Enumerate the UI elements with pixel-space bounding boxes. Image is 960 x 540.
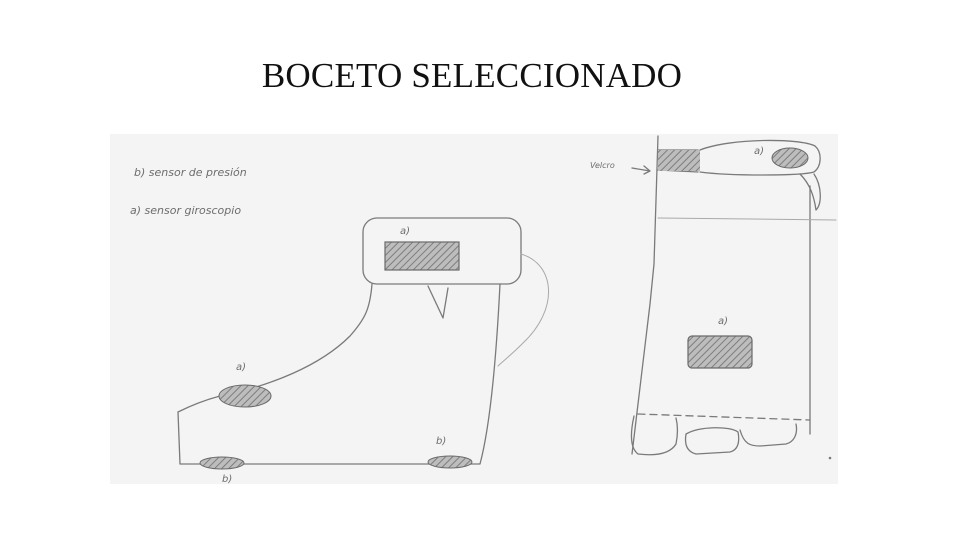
- label-a-cuff: a): [400, 226, 410, 237]
- boot-drawing: a) a) b) b): [177, 217, 549, 484]
- pencil-dot: [828, 456, 832, 460]
- velcro-strip: [658, 150, 700, 171]
- toe-1: [630, 415, 679, 456]
- strap-loop: [699, 139, 821, 176]
- label-a-strap: a): [754, 146, 764, 157]
- toe-3: [739, 423, 798, 447]
- sole-sensor-front-b: [199, 456, 245, 470]
- sketch-image: b) sensor de presión a) sensor giroscopi…: [110, 134, 838, 484]
- sketch-drawing: b) sensor de presión a) sensor giroscopi…: [130, 135, 837, 484]
- strap-fold: [799, 173, 821, 211]
- legend-line-b: b) sensor de presión: [134, 166, 247, 179]
- cuff-sensor-a: [384, 241, 460, 271]
- center-sensor-a: [687, 335, 753, 369]
- label-velcro: Velcro: [590, 161, 615, 170]
- boot-tab: [427, 285, 449, 319]
- instep-sensor-a: [218, 384, 272, 408]
- velcro-arrow: [631, 165, 651, 175]
- label-b-front: b): [222, 474, 232, 484]
- garment-drawing: Velcro a) a): [590, 135, 837, 460]
- legend-line-a: a) sensor giroscopio: [130, 204, 241, 217]
- label-b-heel: b): [436, 436, 446, 447]
- boot-outline: [177, 283, 501, 465]
- slide-title: BOCETO SELECCIONADO: [261, 56, 683, 95]
- garment-left-edge: [631, 135, 659, 455]
- label-a-instep: a): [236, 362, 246, 373]
- top-band-line: [657, 217, 837, 221]
- label-a-center: a): [718, 316, 728, 327]
- sole-sensor-heel-b: [427, 455, 473, 469]
- strap-sensor-a: [771, 147, 809, 169]
- toe-2: [684, 427, 740, 455]
- boot-cuff: [362, 217, 522, 285]
- boot-back-curve: [497, 253, 549, 367]
- toe-dashed-line: [637, 413, 811, 421]
